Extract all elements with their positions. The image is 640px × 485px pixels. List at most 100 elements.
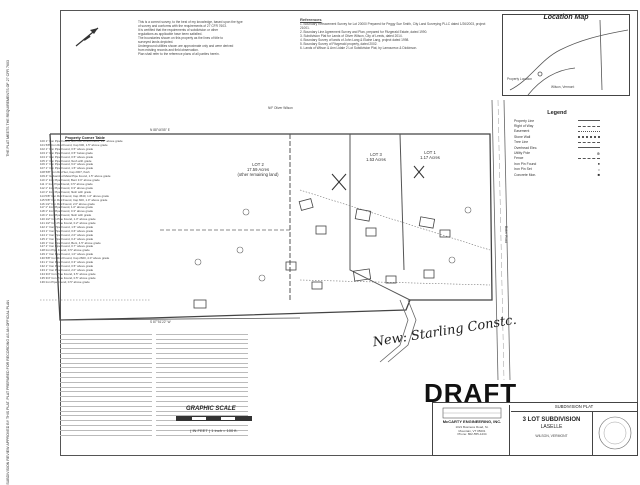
location-map-sketch [509,19,629,96]
note-line: of survey and conforms with the requirem… [138,24,227,28]
graphic-scale-label: ( IN FEET ) 1 inch = 100 ft. [190,428,238,433]
reference-line: 6. Lands of Wilson & Ann Lidale 2 Lot Su… [300,46,418,50]
draft-stamp: DRAFT [424,378,518,408]
bearing-table-row [60,383,152,388]
note-line: surveyed lands depicted. [138,40,174,44]
bearing-table-row [60,335,152,340]
legend: Legend Property Line Right of Way Easeme… [514,110,600,177]
title-block: McCARTY ENGINEERING, INC. 1021 Business … [432,402,638,456]
note-line: It is certified that the requirements of… [138,28,219,32]
bearing-table-row [156,354,248,359]
corner-table-row: 127 1" Iron Pipe Found, 0.7" above grade [40,244,94,249]
bearing-table-row [60,412,152,417]
note-line: The boundaries shown on this property as… [138,36,224,40]
bearing-table-row [60,378,152,383]
corner-table-row: 102 1" Iron Pipe Found, 0.5" above grade [40,146,94,151]
corner-table-row: 131 1" Iron Pipe Found, 0.3" above grade [40,260,94,265]
corner-table-row: 125 1" Iron Pipe Found, 0.4" above grade [40,236,94,241]
property-corner-table: Property Corner Table 100 1" Iron Pipe F… [40,136,130,285]
legend-row: Fence [514,156,600,161]
note-line: Plan shall refer to the reference plans … [138,52,220,56]
bearing-table-row [156,407,248,412]
legend-row: Right of Way [514,123,600,128]
reference-line: 3. Subdivision Plat for Lands of Oliver … [300,34,403,38]
location-map-road-label: Wilson, Vermont [551,85,575,89]
corner-table-row: 103 1" Iron Pipe Found, 0.5" below grade [40,150,93,155]
corner-table-row: 104 1" Iron Pipe Found, 0.5" above grade [40,154,94,159]
legend-row: Property Line [514,118,600,123]
firm-name: McCARTY ENGINEERING, INC. [442,419,502,424]
bearing-table-row [60,392,152,398]
prepared-for-label: N/F Oliver Wilson [268,106,293,110]
reference-line: 2. Boundary Line Agreement Survey and Pl… [300,30,428,34]
title-block-header: SUBDIVISION PLAT [511,403,637,412]
plat-drawing [40,19,629,381]
corner-table-row: 132 1" Iron Pipe Found, 0.5" above grade [40,264,94,268]
note-line: regulations as applicable have been sati… [138,32,203,36]
drawing-frame [60,10,638,456]
road-name-label: Baker Road [504,226,508,243]
bearing-table-row [60,349,152,354]
bearing-table-right [156,330,248,436]
firm-address: 1021 Business Road, St. Mountain, VT 050… [455,425,489,437]
firm-block: McCARTY ENGINEERING, INC. 1021 Business … [435,405,510,455]
corner-table-row: 105 1" Iron Pipe Found, flush with grade [40,158,92,163]
south-bearing-label: S 87°51'22" W [150,320,171,324]
corner-table-row: 101 5/8" Iron Rod Found, Cap 600, 1.5" a… [40,142,108,147]
bearing-table-row [156,373,248,378]
graphic-scale-title: GRAPHIC SCALE [186,406,236,412]
corner-table-row: 123 1" Iron Pipe Found, 0.6" above grade [40,228,94,233]
plat-subtitle: LASELLE [540,424,563,430]
bearing-table-row [60,402,152,407]
legend-row: Concrete Mon.■ [514,172,600,178]
legend-row: Overhead Elec. [514,145,600,150]
legend-row: Tree Line [514,140,600,145]
legend-row: Iron Pin Found● [514,161,600,167]
bearing-table-row [156,426,248,431]
bearing-table-row [60,373,152,378]
title-block-main: 3 LOT SUBDIVISION LASELLE WILSON, VERMON… [511,411,593,455]
bearing-table-row [60,426,152,431]
corner-table-row: 124 1" Iron Pipe Found, 2.0" above grade [40,232,94,237]
bearing-table-row [156,402,248,407]
corner-table-row: 133 1" Iron Pipe Found, 2.0" above grade [40,267,94,272]
corner-table-row: 113 1" Iron Pipe Found, flush with grade [40,189,92,194]
seal-icon [598,416,632,450]
reference-line: 4. Boundary Survey of lands of John Lang… [300,38,410,42]
location-map: Location Map Wilson, Vermont Property Lo… [502,14,630,96]
bearing-table-row [156,330,248,335]
legend-row: Stone Wall [514,134,600,139]
corner-table-row: 120 1/2" Iron Pipe Found, 1.3" above gra… [40,217,96,222]
bearing-table-row [60,359,152,364]
bearing-table-row [156,397,248,402]
plat-detail: WILSON, VERMONT [535,434,568,438]
plat-title: 3 LOT SUBDIVISION [522,417,581,423]
corner-table-row: 122 1" Iron Pipe Found, 1.5" above grade [40,224,94,229]
reference-line: 1. Boundary Retracement Survey for Lot 2… [300,22,486,30]
note-line: Underground utilities shown are approxim… [138,44,234,48]
bearing-table-row [156,340,248,345]
graphic-scale-bar [176,416,252,421]
bearing-table-row [60,416,152,422]
corner-table-row: 109 4" Galvanized Metal Pipe Found, 1.5"… [40,174,111,179]
bearing-table-row [60,397,152,402]
corner-table-row: 108 5/8" Iron Rod Set, Cap 2007, flush [40,170,90,175]
corner-table-row: 126 1" Iron Pipe Found, Bent, 4.5" above… [40,240,101,245]
legend-row: Iron Pin Set○ [514,166,600,172]
bearing-tables [60,330,250,436]
bearing-table-row [60,421,152,426]
note-line: from existing records and field observat… [138,48,199,52]
corner-table-row: 136 Iron Pipe Found, 0.5" above grade [40,279,90,284]
bearing-table-row [156,421,248,426]
bearing-table-row [60,354,152,359]
bearing-table-row [60,368,152,374]
bearing-table-row [60,407,152,412]
bearing-table-row [156,412,248,417]
surveyor-seal [593,411,637,455]
corner-table-row: 134 3/4" Iron Pipe Found, 3.5" above gra… [40,271,96,276]
firm-logo-icon [442,407,502,419]
corner-table-row: 118 1" Iron Pipe Found, 0.3" above grade [40,209,93,214]
corner-table-row: 112 1" Iron Pipe Found, 0.3" above grade [40,185,93,190]
corner-table-row: 119 1" Iron Pipe Found, flush with grade [40,213,92,218]
